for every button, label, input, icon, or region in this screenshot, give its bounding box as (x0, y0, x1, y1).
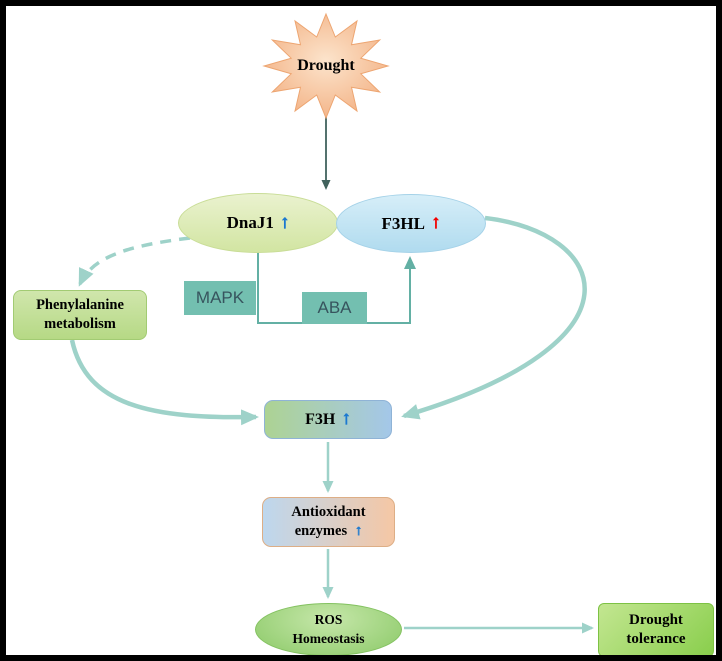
edges-layer (69, 12, 594, 634)
drought-starburst-shape (262, 12, 390, 120)
f3hl-upregulated-arrow: ↑ (430, 212, 441, 233)
dnaj1-label: DnaJ1 (226, 213, 274, 232)
dnaj1-upregulated-arrow: ↑ (279, 211, 290, 233)
drought-stimulus-label: Drought (297, 57, 355, 74)
antioxidant-label-line1: Antioxidant (291, 504, 366, 521)
tolerance-label-line2: tolerance (626, 631, 686, 647)
antioxidant-enzymes-node: Antioxidant enzymes ↑ (262, 497, 395, 547)
ros-label-line2: Homeostasis (292, 630, 365, 646)
f3h-upregulated-arrow: ↑ (341, 408, 351, 429)
f3h-label: F3H (305, 410, 336, 428)
edge-f3hl-to-f3h (401, 215, 587, 420)
antioxidant-upregulated-arrow: ↑ (354, 523, 363, 539)
drought-tolerance-node: Drought tolerance (598, 603, 714, 655)
mapk-node: MAPK (184, 281, 256, 315)
f3hl-label: F3HL (381, 213, 425, 233)
aba-node: ABA (302, 292, 367, 324)
aba-label: ABA (317, 298, 352, 317)
f3h-node: F3H ↑ (264, 400, 392, 439)
ros-label-line1: ROS (314, 612, 343, 628)
f3hl-node: F3HL ↑ (336, 194, 486, 253)
antioxidant-label-line2: enzymes (294, 523, 348, 539)
ros-homeostasis-node: ROS Homeostasis (255, 603, 402, 655)
phenylalanine-label-line2: metabolism (44, 316, 116, 332)
mapk-label: MAPK (195, 288, 245, 307)
tolerance-label-line1: Drought (629, 611, 683, 628)
drought-stimulus-node: Drought (261, 11, 391, 121)
edge-phenylalanine-to-f3h (69, 339, 259, 426)
phenylalanine-label-line1: Phenylalanine (36, 297, 124, 314)
phenylalanine-metabolism-node: Phenylalanine metabolism (13, 290, 147, 340)
edge-dnaj1-to-phenylalanine-dashed (78, 236, 191, 287)
dnaj1-node: DnaJ1 ↑ (178, 193, 338, 253)
